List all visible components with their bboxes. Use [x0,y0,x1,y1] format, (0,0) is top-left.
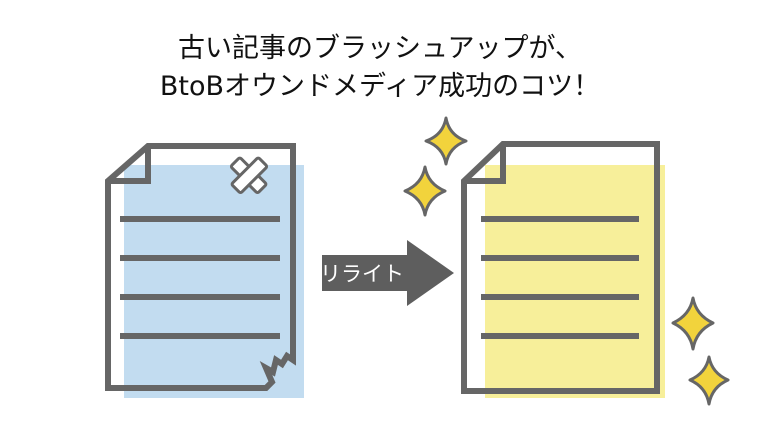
bandage-icon [229,156,269,195]
headline-line-2: BtoBオウンドメディア成功のコツ！ [159,71,601,102]
arrow-icon [322,240,454,306]
new-document-text-lines [481,216,639,339]
new-document-outline [461,141,660,394]
sparkles [403,116,730,406]
sparkle-icon [671,296,715,351]
headline-line-1: 古い記事のブラッシュアップが、 [178,33,582,64]
sparkle-icon [424,116,468,166]
rewrite-arrow: リライト [320,240,454,306]
new-document-fill [485,165,665,398]
old-document [105,143,304,398]
sparkle-icon [403,165,447,217]
old-document-text-lines [120,216,280,339]
new-document [461,141,665,398]
sparkle-icon [688,355,730,406]
arrow-label: リライト [320,262,404,286]
new-document-corner-fold [464,144,506,184]
old-document-corner-fold [108,146,151,184]
old-document-outline [105,143,296,391]
headline: 古い記事のブラッシュアップが、 BtoBオウンドメディア成功のコツ！ [0,30,760,106]
